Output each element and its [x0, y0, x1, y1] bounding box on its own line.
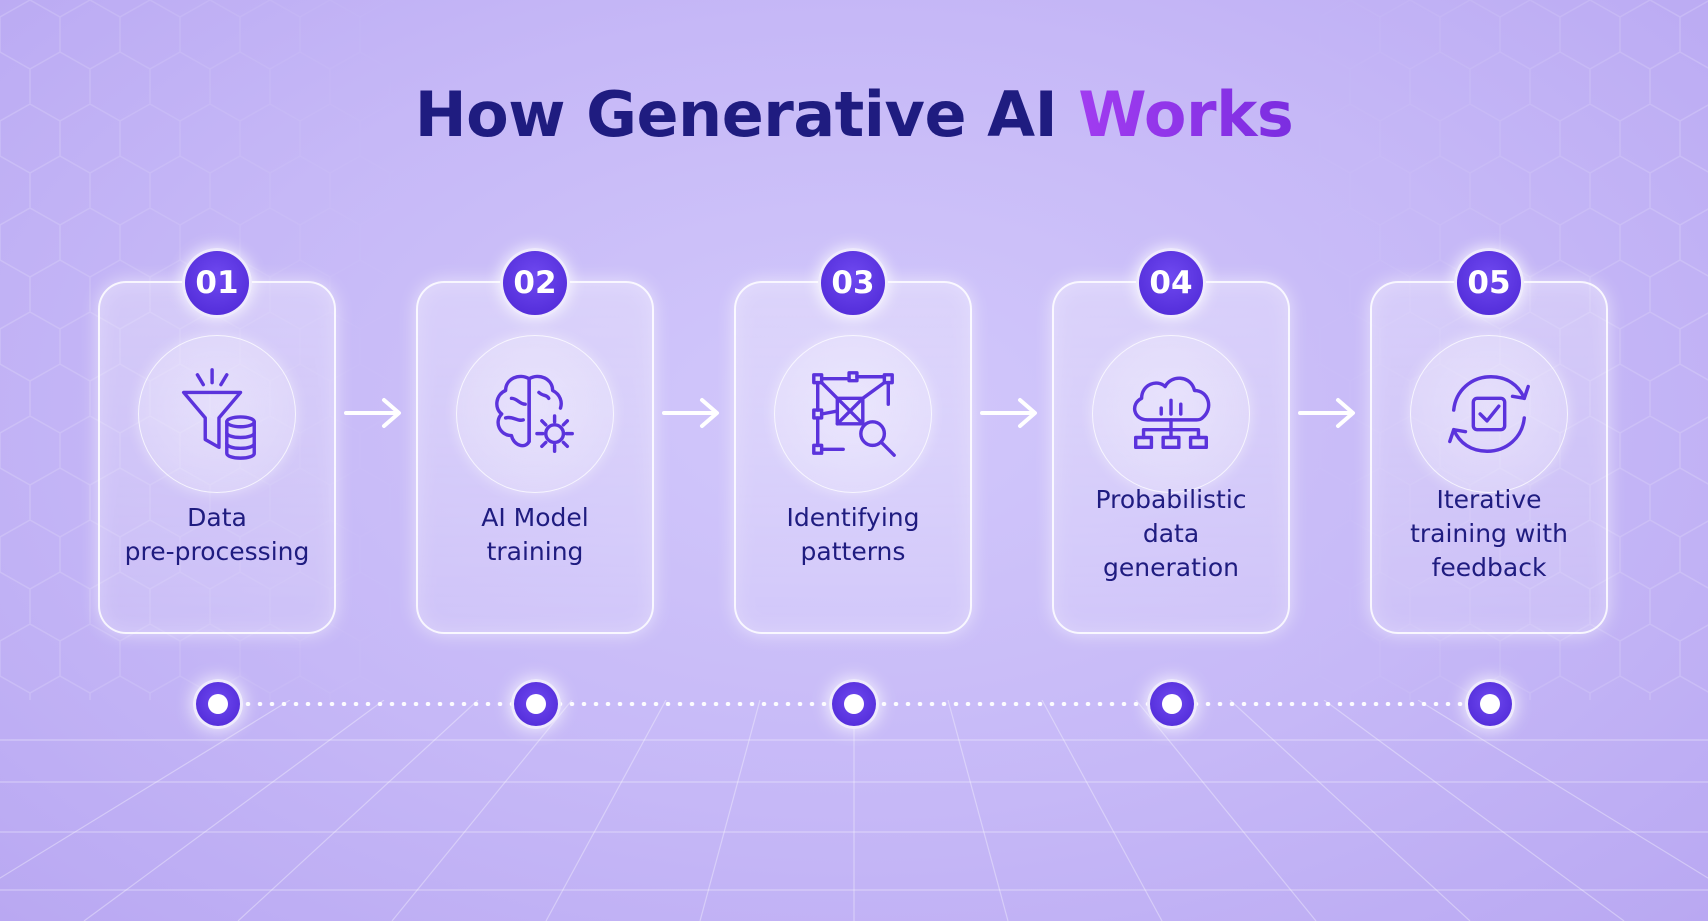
title-main: How Generative AI: [414, 78, 1058, 151]
network-search-icon: [774, 335, 932, 493]
step-label: Data pre-processing: [110, 501, 324, 569]
step-number-badge: 04: [1136, 248, 1206, 318]
arrow-right-icon: [344, 398, 401, 428]
timeline-node-4: [1147, 679, 1197, 729]
timeline-node-3: [829, 679, 879, 729]
step-label-line: Identifying: [786, 503, 920, 532]
step-label-line: patterns: [800, 537, 906, 566]
refresh-check-icon: [1410, 335, 1568, 493]
title-accent: Works: [1078, 78, 1294, 151]
step-label: Identifying patterns: [746, 501, 960, 569]
step-label-line: data: [1142, 519, 1200, 548]
step-number-badge: 05: [1454, 248, 1524, 318]
timeline-node-1: [193, 679, 243, 729]
arrow-right-icon: [1298, 398, 1355, 428]
step-label-line: generation: [1103, 553, 1239, 582]
step-label: Iterative training with feedback: [1382, 483, 1596, 585]
step-label-line: Data: [187, 503, 247, 532]
step-label-line: training: [486, 537, 584, 566]
step-card-4: 04 Probabilistic data generation: [1052, 248, 1290, 634]
page-title: How Generative AI Works: [0, 78, 1708, 151]
step-card-1: 01 Data pre-processing: [98, 248, 336, 634]
step-number-badge: 02: [500, 248, 570, 318]
step-number-badge: 03: [818, 248, 888, 318]
step-label: AI Model training: [428, 501, 642, 569]
arrow-right-icon: [662, 398, 719, 428]
funnel-database-icon: [138, 335, 296, 493]
step-label-line: AI Model: [481, 503, 589, 532]
step-card-5: 05 Iterative training with feedback: [1370, 248, 1608, 634]
cloud-chart-icon: [1092, 335, 1250, 493]
floor-grid: [0, 700, 1708, 921]
step-label-line: feedback: [1431, 553, 1547, 582]
timeline-node-5: [1465, 679, 1515, 729]
brain-gear-icon: [456, 335, 614, 493]
step-label-line: Probabilistic: [1095, 485, 1247, 514]
timeline-node-2: [511, 679, 561, 729]
step-label: Probabilistic data generation: [1064, 483, 1278, 585]
step-label-line: training with: [1410, 519, 1568, 548]
step-label-line: pre-processing: [124, 537, 310, 566]
step-card-2: 02 AI Model training: [416, 248, 654, 634]
arrow-right-icon: [980, 398, 1037, 428]
step-card-3: 03 Identifying patterns: [734, 248, 972, 634]
step-label-line: Iterative: [1436, 485, 1542, 514]
step-number-badge: 01: [182, 248, 252, 318]
